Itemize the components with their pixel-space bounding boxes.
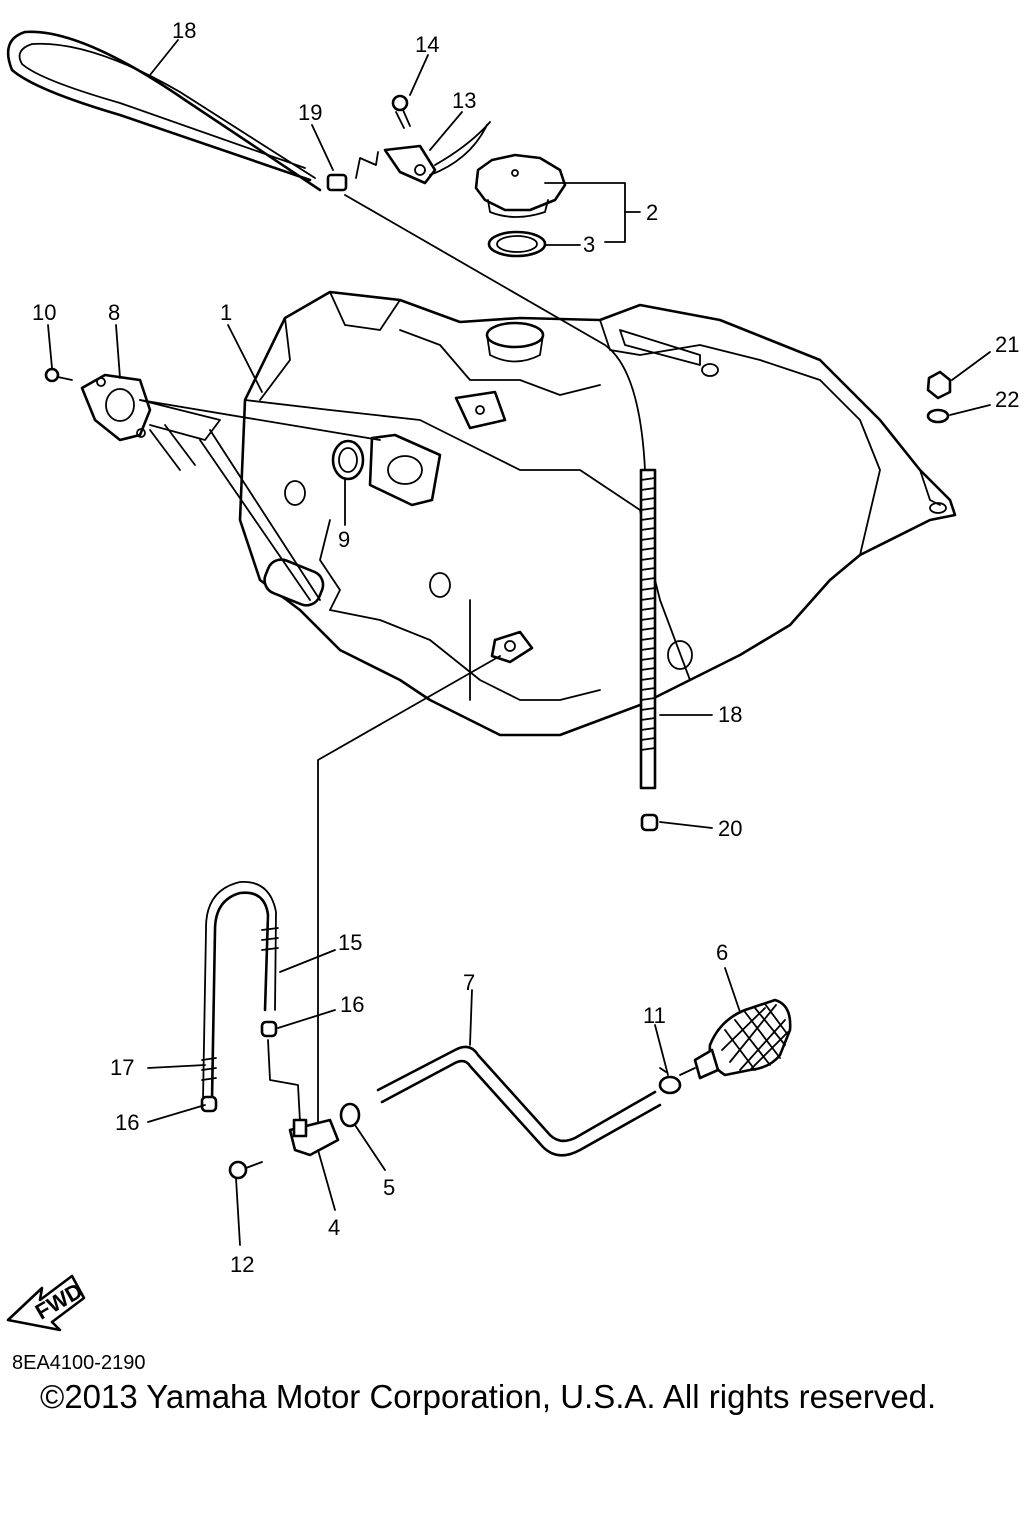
fuel-hose — [201, 881, 279, 1102]
callout-3: 3 — [583, 232, 595, 257]
callout-8: 8 — [108, 300, 120, 325]
callout-15: 15 — [338, 930, 362, 955]
callout-22: 21 — [995, 332, 1019, 357]
hose-clip-11 — [658, 1067, 682, 1095]
hose-clip-16b — [200, 1095, 218, 1113]
callout-23: 22 — [995, 387, 1019, 412]
breather-hose — [6, 30, 322, 192]
screw — [44, 367, 73, 383]
callout-leaders — [47, 39, 991, 1246]
diagram-code: 8EA4100-2190 — [12, 1352, 146, 1374]
fwd-arrow: FWD — [6, 1274, 87, 1332]
callout-7: 7 — [463, 970, 475, 995]
callout-2: 2 — [646, 200, 658, 225]
hose-clip — [326, 173, 348, 192]
callout-16a: 16 — [340, 992, 364, 1017]
callout-21: 20 — [718, 816, 742, 841]
callout-1: 1 — [220, 300, 232, 325]
overflow-hose — [344, 194, 657, 790]
hose-clip-16a — [260, 1020, 278, 1038]
nut — [926, 370, 952, 400]
fuel-cap — [474, 153, 567, 218]
joint — [339, 1102, 361, 1128]
callout-6: 6 — [716, 940, 728, 965]
fuel-cock-bolt — [228, 1160, 263, 1180]
callout-4: 4 — [328, 1215, 340, 1240]
callout-13: 13 — [452, 88, 476, 113]
bolt — [391, 94, 411, 129]
cap-gasket — [487, 230, 547, 258]
vent-fitting — [355, 121, 491, 185]
fuel-hose-7 — [376, 1045, 662, 1157]
washer — [926, 408, 950, 424]
leader-line — [317, 655, 501, 1126]
callout-19: 18 — [718, 702, 742, 727]
callout-17: 17 — [110, 1055, 134, 1080]
callout-9: 9 — [338, 527, 350, 552]
callout-5: 5 — [383, 1175, 395, 1200]
callout-numbers: 18 14 13 19 2 3 10 8 1 21 22 9 18 20 15 … — [32, 18, 1019, 1277]
hose-clip-lower — [640, 813, 659, 832]
copyright-notice: ©2013 Yamaha Motor Corporation, U.S.A. A… — [40, 1378, 937, 1415]
callout-18: 18 — [172, 18, 196, 43]
callout-11: 11 — [643, 1003, 666, 1028]
leader-line-2 — [267, 1039, 301, 1123]
callout-16b: 16 — [115, 1110, 139, 1135]
fuel-tank — [238, 290, 957, 737]
fuel-filter — [679, 998, 792, 1080]
callout-14: 14 — [415, 32, 439, 57]
callout-12: 12 — [230, 1252, 254, 1277]
callout-20: 19 — [298, 100, 322, 125]
callout-10: 10 — [32, 300, 56, 325]
breather-hose-inner — [18, 42, 316, 179]
fuel-sender-unit — [80, 373, 381, 601]
fuel-cock — [288, 1118, 340, 1157]
